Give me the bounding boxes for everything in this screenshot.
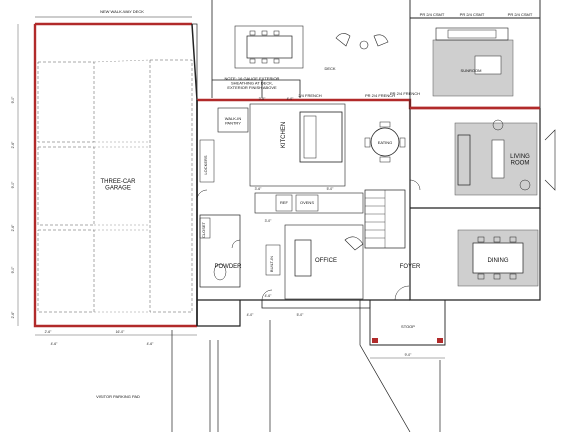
dim-bottom-1: 2'-6" [45,330,53,334]
lockers-label: LOCKERS [203,155,208,174]
stoop-label: STOOP [401,324,415,329]
dim-k3: 3'-6" [255,187,263,191]
ref-label: REF [280,200,289,205]
dining-table [472,242,524,274]
sunroom-label: SUNROOM [461,68,482,73]
dim-bottom-4: 4'-0" [247,313,255,317]
dining: DINING [457,229,539,287]
driveway [171,300,441,432]
eating: EATING PR 2/4 FRENCH [364,93,406,163]
dim-garage-5: 9'-0" [11,266,15,274]
deck-top-label: NEW WALK-WAY DECK [100,9,144,14]
dim-garage-6: 2'-6" [11,311,15,319]
appliance-strip: REF OVENS [254,192,364,214]
garage-bay-1 [37,61,95,143]
french-1: PR 2/4 FRENCH [390,91,420,96]
garage-outline [34,23,198,327]
office-desk [294,239,312,277]
dim-k4: 5'-0" [327,187,335,191]
lockers [199,139,215,183]
office-label: OFFICE [315,258,337,264]
dim-f2: 4'-6" [265,294,273,298]
french-2: 2/4 FRENCH [298,93,321,98]
casement-3: PR 2/4 CSMT [508,12,533,17]
dimensions-bottom: 2'-6" 16'-0" 5'-0" 4'-0" 4'-6" 4'-6" 3'-… [35,97,334,346]
dim-garage-1: 9'-0" [11,96,15,104]
deck-label: DECK [324,66,335,71]
french-3: PR 2/4 FRENCH [365,93,395,98]
eating-table [370,127,400,157]
powder-label: POWDER [215,264,243,270]
visitor-parking-label: VISITOR PARKING PAD [96,394,140,399]
dim-k2: 4'-0" [287,97,295,101]
foyer: FOYER [364,189,421,270]
door-swings [196,179,421,301]
deck-rug [234,25,304,69]
garage-bay-3 [37,229,95,313]
casement-1: PR 2/4 CSMT [420,12,445,17]
dim-bottom-2: 16'-0" [116,330,125,334]
kitchen-label: KITCHEN [281,122,287,148]
dim-f1: 3'-0" [265,219,273,223]
dim-garage-4: 2'-6" [11,224,15,232]
dim-garage-w1: 4'-6" [51,342,59,346]
dim-k1: 3'-6" [259,97,267,101]
sunroom: SUNROOM PR 2/4 CSMT PR 2/4 CSMT PR 2/4 C… [390,0,541,110]
foyer-label: FOYER [400,264,421,270]
walk-in-pantry [217,107,249,133]
dining-label: DINING [488,258,509,264]
powder: POWDER CLOSET [199,214,243,288]
dim-bottom-3: 5'-0" [297,313,305,317]
dim-garage-w2: 4'-6" [147,342,155,346]
deck-table [246,35,293,59]
eating-label: EATING [378,140,393,145]
sunroom-sofa [435,27,509,41]
garage-red-wall [33,22,197,328]
ovens-label: OVENS [300,200,314,205]
garage-bay-2 [37,146,95,226]
casement-2: PR 2/4 CSMT [460,12,485,17]
built-in [265,244,281,276]
dim-garage-2: 2'-6" [11,141,15,149]
deck-chairs [335,33,389,50]
living-sofa [457,134,471,186]
closet-label: CLOSET [201,221,206,238]
kitchen-island [299,111,343,163]
dim-garage-3: 9'-0" [11,181,15,189]
office: OFFICE BUILT-IN [265,224,364,300]
built-in-label: BUILT-IN [269,256,274,272]
stoop: STOOP 9'-0" [369,300,446,359]
dim-stoop: 9'-0" [405,353,413,357]
